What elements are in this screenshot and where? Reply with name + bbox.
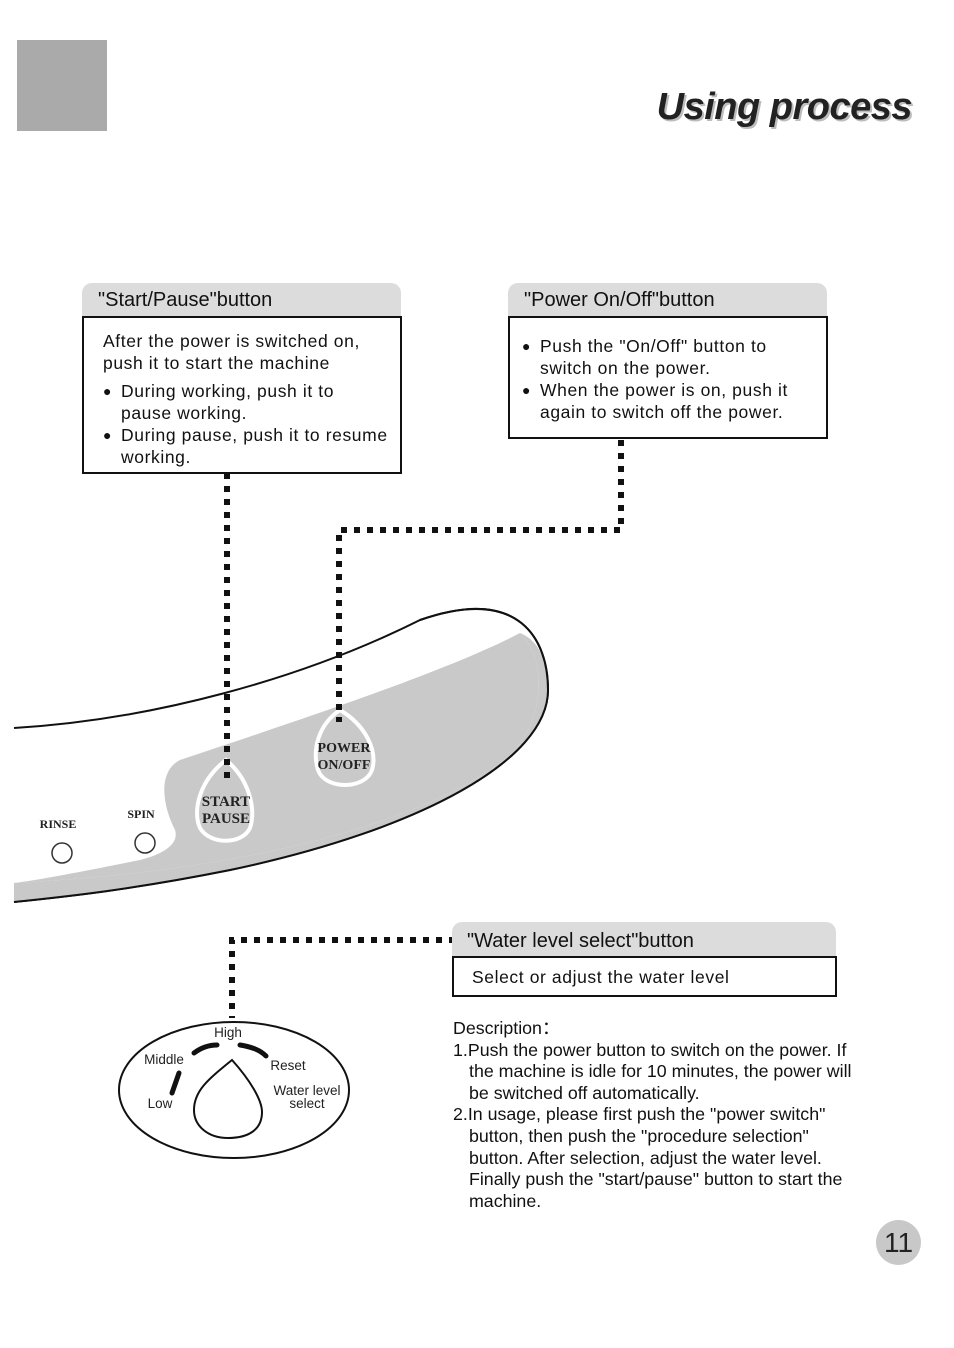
middle-mark [191, 1042, 220, 1056]
dial-reset-label: Reset [270, 1058, 306, 1073]
spin-label: SPIN [127, 807, 155, 821]
rinse-indicator [51, 842, 73, 864]
pause-label: PAUSE [202, 811, 250, 827]
start-pause-box: After the power is switched on, push it … [82, 316, 402, 474]
start-pause-tab: "Start/Pause"button [82, 283, 401, 317]
reset-mark [237, 1042, 269, 1059]
dial-middle-label: Middle [144, 1052, 184, 1067]
start-pause-bullet-1: During working, push it to pause working… [103, 380, 388, 424]
description: Description： 1.Push the power button to … [453, 1018, 853, 1212]
corner-block [17, 40, 107, 131]
power-bullet-1: Push the "On/Off" button to switch on th… [522, 335, 816, 379]
page-title: Using process [656, 86, 913, 128]
on-off-label: ON/OFF [318, 758, 371, 773]
power-label: POWER [318, 741, 372, 756]
start-pause-bullet-2: During pause, push it to resume working. [103, 424, 388, 468]
dial-high-label: High [214, 1025, 242, 1040]
description-heading: Description： [453, 1018, 560, 1038]
water-level-tab: "Water level select"button [452, 922, 836, 958]
leader-lines [224, 440, 624, 1018]
power-tab: "Power On/Off"button [508, 283, 827, 317]
spin-indicator [134, 832, 156, 854]
low-mark [169, 1070, 182, 1096]
start-label: START [202, 794, 250, 810]
power-bullet-2: When the power is on, push it again to s… [522, 379, 816, 423]
water-level-knob[interactable] [192, 1058, 264, 1140]
power-leader [336, 440, 624, 722]
start-pause-button[interactable] [195, 757, 255, 843]
dial-water-level-label: Water level [273, 1083, 340, 1098]
power-box: Push the "On/Off" button to switch on th… [508, 316, 828, 439]
dial-low-label: Low [148, 1096, 173, 1111]
description-item-2: 2.In usage, please first push the "power… [453, 1104, 843, 1211]
water-level-box: Select or adjust the water level [452, 956, 837, 997]
start-pause-intro: After the power is switched on, push it … [103, 331, 360, 373]
rinse-label: RINSE [40, 817, 77, 831]
dial-select-label: select [289, 1096, 325, 1111]
water-level-text: Select or adjust the water level [472, 967, 730, 987]
water-level-leader [229, 937, 455, 1018]
panel-band-upper [14, 633, 539, 883]
power-on-off-button[interactable] [313, 707, 376, 787]
description-item-1: 1.Push the power button to switch on the… [453, 1039, 852, 1103]
page-number: 11 [876, 1220, 921, 1265]
